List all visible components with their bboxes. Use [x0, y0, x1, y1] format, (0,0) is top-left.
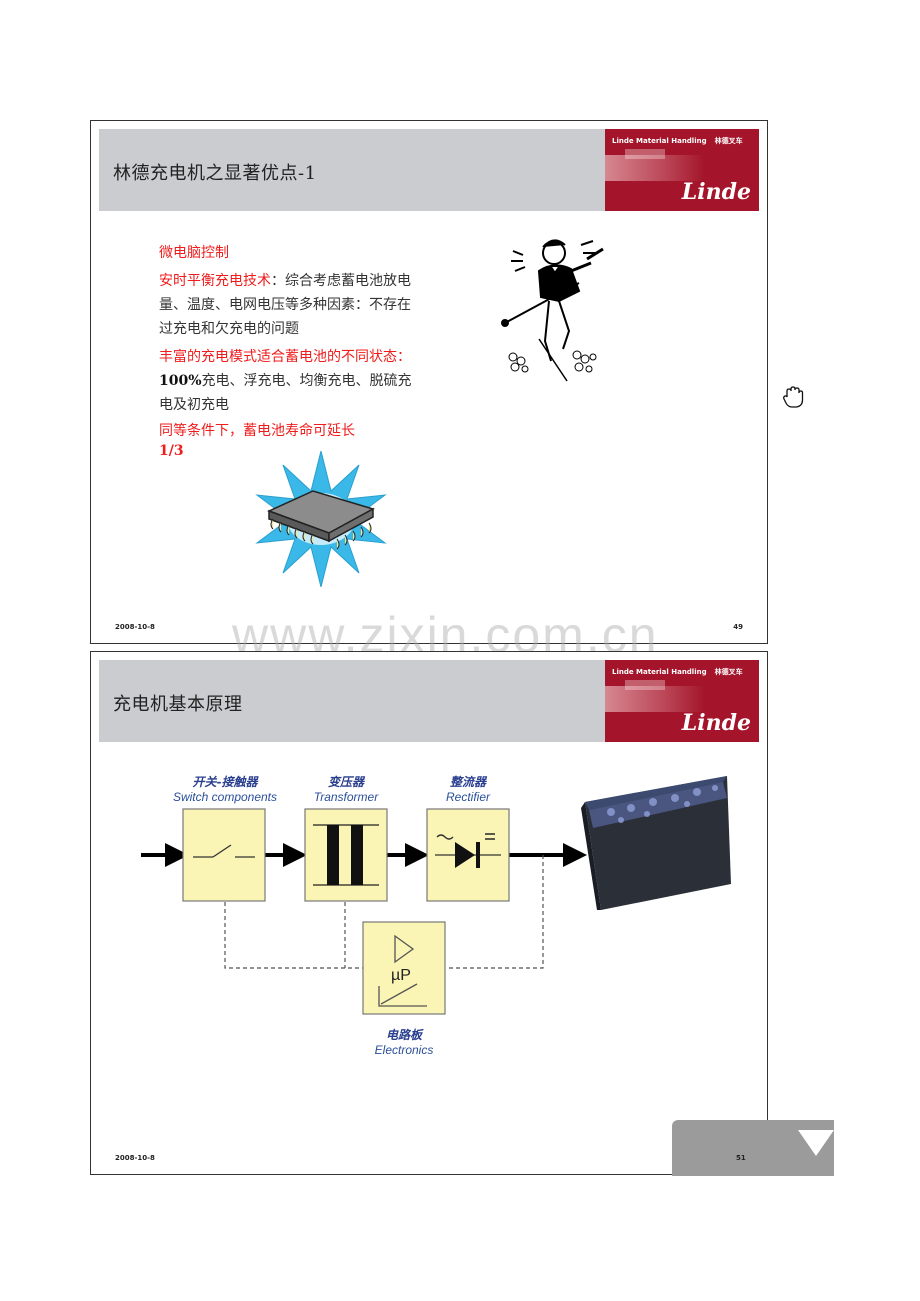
logo-text-cn: 林德叉车 [714, 137, 743, 145]
logo-text-en: Linde Material Handling [612, 668, 707, 676]
rectifier-label-en: Rectifier [445, 790, 490, 804]
rectifier-label-cn: 整流器 [449, 775, 486, 789]
logo-text-en: Linde Material Handling [612, 137, 707, 145]
slide-51: 充电机基本原理 Linde Material Handling 林德叉车 Lind… [90, 651, 768, 1175]
electronics-label-cn: 电路板 [385, 1028, 422, 1042]
page-number: 51 [736, 1154, 746, 1162]
switch-label-cn: 开关-接触器 [192, 775, 258, 789]
logo-wordmark: Linde [681, 710, 751, 736]
linde-logo: Linde Material Handling 林德叉车 Linde [605, 660, 759, 742]
electronics-label-en: Electronics [374, 1043, 434, 1057]
footer-date: 2008-10-8 [115, 1154, 155, 1162]
switch-label-en: Switch components [172, 790, 278, 804]
transformer-label-cn: 变压器 [327, 775, 364, 789]
slide-header: 林德充电机之显著优点-1 Linde Material Handling 林德叉车… [99, 129, 759, 211]
microchip-starburst-icon [255, 451, 387, 587]
slide-header: 充电机基本原理 Linde Material Handling 林德叉车 Lind… [99, 660, 759, 742]
svg-text:µP: µP [391, 967, 411, 984]
down-arrow-icon[interactable] [798, 1130, 834, 1156]
bullet-2: 安时平衡充电技术：综合考虑蓄电池放电量、温度、电网电压等多种因素：不存在过充电和… [159, 273, 411, 337]
slide-49: 林德充电机之显著优点-1 Linde Material Handling 林德叉车… [90, 120, 768, 644]
logo-wordmark: Linde [681, 179, 751, 205]
bullet-list: 微电脑控制 安时平衡充电技术：综合考虑蓄电池放电量、温度、电网电压等多种因素：不… [159, 241, 421, 465]
transformer-label-en: Transformer [313, 790, 379, 804]
slide-title: 林德充电机之显著优点-1 [113, 163, 317, 184]
page-nav-panel[interactable]: 51 [672, 1120, 834, 1176]
bullet-3: 丰富的充电模式适合蓄电池的不同状态：100%充电、浮充电、均衡充电、脱硫充电及初… [159, 349, 412, 413]
logo-text-cn: 林德叉车 [714, 668, 743, 676]
charger-block-diagram: µP [141, 776, 731, 1015]
hand-cursor-icon [783, 386, 804, 408]
footer-date: 2008-10-8 [115, 623, 155, 631]
bullet-1: 微电脑控制 [159, 245, 229, 261]
linde-logo: Linde Material Handling 林德叉车 Linde [605, 129, 759, 211]
tightrope-man-illustration [501, 239, 604, 382]
slide-title: 充电机基本原理 [113, 694, 243, 715]
page-number: 49 [733, 623, 743, 631]
